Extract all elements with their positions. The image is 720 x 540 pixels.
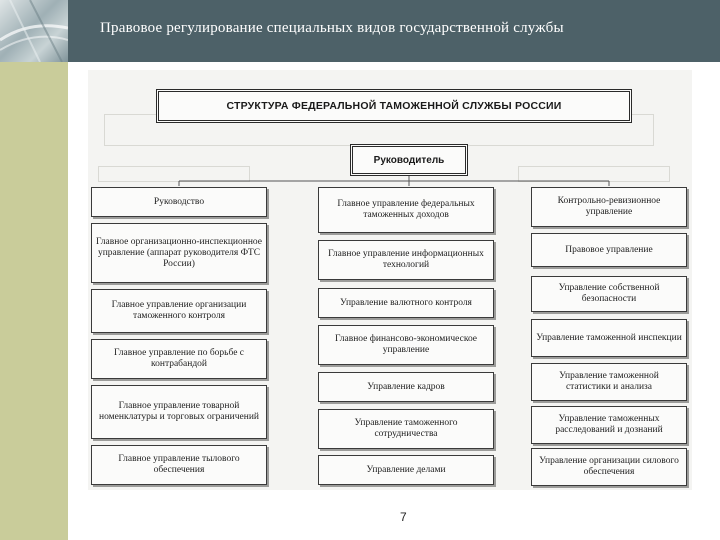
left-unit-box: Главное организационно-инспекционное упр… [91, 223, 267, 283]
right-unit-box: Управление таможенных расследований и до… [531, 406, 687, 444]
middle-unit-box: Главное финансово-экономическое управлен… [318, 325, 494, 365]
middle-unit-box: Главное управление федеральных таможенны… [318, 187, 494, 233]
corner-logo-image [0, 0, 68, 62]
head-box: Руководитель [350, 144, 468, 176]
right-unit-box: Правовое управление [531, 233, 687, 267]
left-unit-box: Главное управление товарной номенклатуры… [91, 385, 267, 439]
left-unit-box: Главное управление организации таможенно… [91, 289, 267, 333]
right-unit-box: Управление организации силового обеспече… [531, 448, 687, 486]
middle-unit-box: Управление делами [318, 455, 494, 485]
right-unit-box: Управление таможенной инспекции [531, 319, 687, 357]
bleed-through-frame [98, 166, 250, 182]
middle-unit-box: Управление таможенного сотрудничества [318, 409, 494, 449]
middle-unit-box: Главное управление информационных технол… [318, 240, 494, 280]
right-unit-box: Контрольно-ревизионное управление [531, 187, 687, 227]
page-number: 7 [400, 510, 407, 524]
slide-title: Правовое регулирование специальных видов… [100, 20, 564, 36]
right-unit-box: Управление собственной безопасности [531, 276, 687, 312]
middle-unit-box: Управление кадров [318, 372, 494, 402]
diagram-title: СТРУКТУРА ФЕДЕРАЛЬНОЙ ТАМОЖЕННОЙ СЛУЖБЫ … [156, 89, 632, 123]
left-unit-box: Главное управление по борьбе с контрабан… [91, 339, 267, 379]
slide-header: Правовое регулирование специальных видов… [68, 0, 720, 62]
sidebar-strip [0, 0, 68, 540]
left-unit-box: Главное управление тылового обеспечения [91, 445, 267, 485]
middle-unit-box: Управление валютного контроля [318, 288, 494, 318]
right-unit-box: Управление таможенной статистики и анали… [531, 363, 687, 401]
left-unit-box: Руководство [91, 187, 267, 217]
